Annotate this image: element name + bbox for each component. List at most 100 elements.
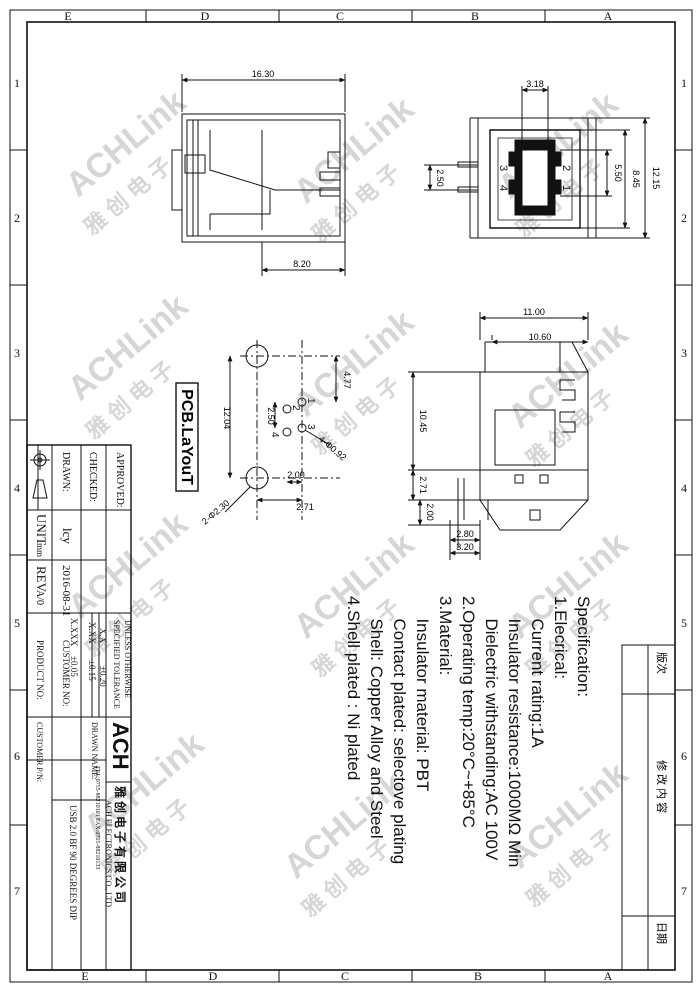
frame-number: 2	[14, 211, 20, 225]
revision-col-content: 修 改 内 容	[655, 760, 669, 813]
checked-label: CHECKED:	[87, 452, 98, 502]
frame-number: 6	[681, 749, 687, 763]
frame-number: 5	[681, 616, 687, 630]
pin-number: 1	[305, 398, 316, 404]
dim-label: 5.50	[613, 164, 623, 182]
unit-label: UNIT	[34, 514, 49, 545]
drawn-name-label: DRAWN NAME:	[90, 722, 99, 779]
frame-letter: B	[474, 969, 482, 983]
revision-table	[621, 644, 676, 971]
spec-line: 3.Material:	[436, 596, 455, 675]
spec-line: Dielectric withstanding:AC 100V	[482, 609, 501, 861]
company-name-cn: 雅 创 电 子 有 限 公 司	[113, 785, 128, 903]
title-block	[26, 444, 132, 971]
frame-numbers-right: 1 2 3 4 5 6 7	[681, 76, 687, 898]
frame-number: 4	[681, 481, 687, 495]
customer-pn-label: CUSTOMER P/N:	[35, 722, 44, 782]
drawn-value: lcy	[60, 528, 75, 544]
frame-letter: A	[604, 9, 613, 23]
tolerance-val: ±0.15	[87, 660, 97, 681]
specification: Specification: 1.Elecrical: Current rati…	[344, 596, 593, 867]
side-view	[408, 312, 589, 560]
dim-label: 2.50	[266, 407, 276, 425]
dim-label: 10.60	[529, 332, 552, 342]
tolerance-fmt: X.X	[98, 628, 108, 644]
pin-number: 3	[305, 424, 316, 430]
title-block-text: APPROVED: CHECKED: DRAWN: lcy 2016-08-31…	[34, 452, 133, 920]
frame-letter: E	[64, 9, 71, 23]
spec-line: 1.Elecrical:	[551, 596, 570, 679]
spec-line: 2.Operating temp:20°C~+85°C	[459, 596, 478, 828]
frame-number: 2	[681, 211, 687, 225]
pcb-layout-label: PCB.LaYouT	[178, 389, 195, 485]
spec-line: Shell: Copper Alloy and Steel	[367, 609, 386, 839]
front-view	[424, 86, 650, 239]
frame-letter: D	[209, 969, 218, 983]
tolerance-val: ±0.05	[69, 656, 79, 677]
company-name-en: ACH ELECTRONICS CO., LTD	[104, 800, 113, 907]
projection-symbol	[30, 450, 50, 499]
customer-no-label: CUSTOMER NO:	[61, 640, 71, 707]
revision-col-date: 日期	[655, 922, 668, 944]
frame-letter: D	[201, 9, 210, 23]
dim-label: 2.00	[425, 503, 435, 521]
pin-number: 3	[497, 165, 509, 171]
rev-value: A/0	[34, 590, 45, 605]
spec-line: Current rating:1A	[528, 609, 547, 749]
top-view	[171, 74, 346, 276]
dim-label: 4.77	[342, 371, 352, 389]
spec-line: 4.Shell plated : Ni plated	[344, 596, 363, 780]
product-no-label: PRODUCT NO:	[35, 640, 45, 700]
frame-number: 5	[14, 616, 20, 630]
tolerance-header-1: UNLESS OTHERWISE	[123, 620, 132, 698]
frame-letter: C	[341, 969, 349, 983]
spec-line: Specification:	[574, 596, 593, 697]
hole-callout: 2-Φ2.30	[200, 498, 231, 527]
frame-number: 6	[14, 749, 20, 763]
dim-label: 3.20	[456, 542, 474, 552]
dim-label: 2.80	[456, 529, 474, 539]
frame-letters-top: E D C B A	[64, 9, 612, 23]
dim-label: 8.45	[631, 170, 641, 188]
frame-letter: C	[336, 9, 344, 23]
pin-number: 2	[290, 405, 301, 411]
dim-label: 2.50	[435, 169, 445, 187]
frame-number: 3	[14, 346, 20, 360]
rev-label: REV	[34, 566, 49, 593]
frame-letter: B	[471, 9, 479, 23]
unit-value: mm	[35, 543, 45, 557]
dim-label: 8.20	[293, 259, 311, 269]
drawn-label: DRAWN:	[60, 452, 71, 492]
pin-number: 2	[560, 165, 572, 171]
date-value: 2016-08-31	[60, 565, 72, 616]
spec-line: Insulator material: PBT	[413, 609, 432, 791]
dim-label: 11.00	[523, 307, 545, 317]
spec-line: Contact plated: selectove plating	[390, 609, 409, 864]
frame-number: 7	[681, 884, 687, 898]
frame-ticks	[10, 10, 692, 982]
pin-number: 4	[497, 185, 509, 191]
tolerance-fmt: X.XXX	[69, 618, 79, 647]
dim-label: 3.18	[526, 79, 544, 89]
spec-line: Insulator resistance:1000MΩ Min	[505, 609, 524, 867]
company-contact: TEL:0755-88210101 FAX:0755-88210133	[94, 766, 100, 869]
revision-col-version: 版次	[655, 652, 669, 674]
tolerance-header-2: SPECIFIED TOLERANCE	[112, 620, 121, 709]
frame-letter: A	[604, 969, 613, 983]
dim-label: 2.71	[296, 502, 314, 512]
frame-number: 3	[681, 346, 687, 360]
pcb-pin-numbers: 1 2 3 4	[269, 398, 316, 438]
company-logo: ACH	[108, 722, 133, 770]
dim-label: 16.30	[252, 69, 275, 79]
dim-label: 2.00	[287, 470, 305, 480]
dim-label: 2.71	[418, 476, 428, 494]
dim-label: 12.15	[651, 167, 661, 190]
dim-label: 12.04	[222, 407, 232, 430]
front-pin-numbers: 2 1 3 4	[497, 165, 572, 191]
pin-number: 4	[269, 432, 280, 438]
frame-letter: E	[81, 969, 88, 983]
frame-numbers-left: 1 2 3 4 5 6 7	[14, 76, 20, 898]
frame-number: 7	[14, 884, 20, 898]
tolerance-val: ±0.20	[98, 666, 108, 687]
